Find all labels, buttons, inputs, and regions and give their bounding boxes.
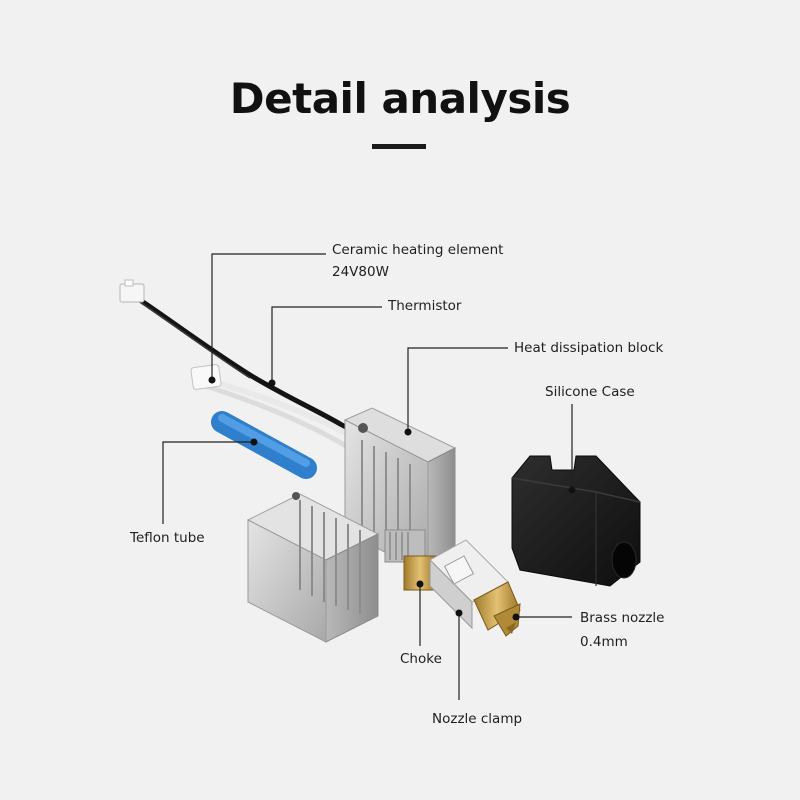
teflon-tube	[211, 411, 317, 479]
label-ceramic-heating-element: Ceramic heating element	[332, 242, 504, 258]
leader-dots	[208, 376, 576, 621]
dot-choke	[416, 580, 424, 588]
leader-heat-dissipation-block	[407, 347, 508, 432]
leader-lines	[162, 253, 573, 700]
label-nozzle-clamp: Nozzle clamp	[432, 711, 523, 727]
dot-silicone-case	[568, 486, 576, 494]
label-silicone-case: Silicone Case	[545, 384, 635, 400]
label-teflon-tube: Teflon tube	[130, 530, 205, 546]
label-choke: Choke	[400, 651, 442, 667]
leader-thermistor	[271, 306, 382, 383]
label-heat-dissipation-block: Heat dissipation block	[514, 340, 664, 356]
dot-thermistor	[268, 379, 276, 387]
title-underline	[372, 144, 426, 149]
leader-ceramic-heating-element	[211, 253, 326, 380]
dot-teflon-tube	[250, 438, 258, 446]
label-brass-nozzle: Brass nozzle	[580, 610, 665, 626]
label-brass-nozzle-size: 0.4mm	[580, 634, 628, 650]
dot-ceramic-heating-element	[208, 376, 216, 384]
dot-heat-dissipation-block	[404, 428, 412, 436]
dot-brass-nozzle	[512, 613, 520, 621]
dot-nozzle-clamp	[455, 609, 463, 617]
connector-plug	[119, 279, 145, 303]
leader-teflon-tube	[162, 441, 254, 524]
page-title: Detail analysis	[229, 74, 571, 123]
brass-nozzle	[473, 581, 521, 637]
silicone-case	[511, 455, 641, 587]
front-heatsink	[246, 492, 380, 643]
label-ceramic-heating-element-spec: 24V80W	[332, 264, 389, 280]
label-thermistor: Thermistor	[388, 298, 462, 314]
